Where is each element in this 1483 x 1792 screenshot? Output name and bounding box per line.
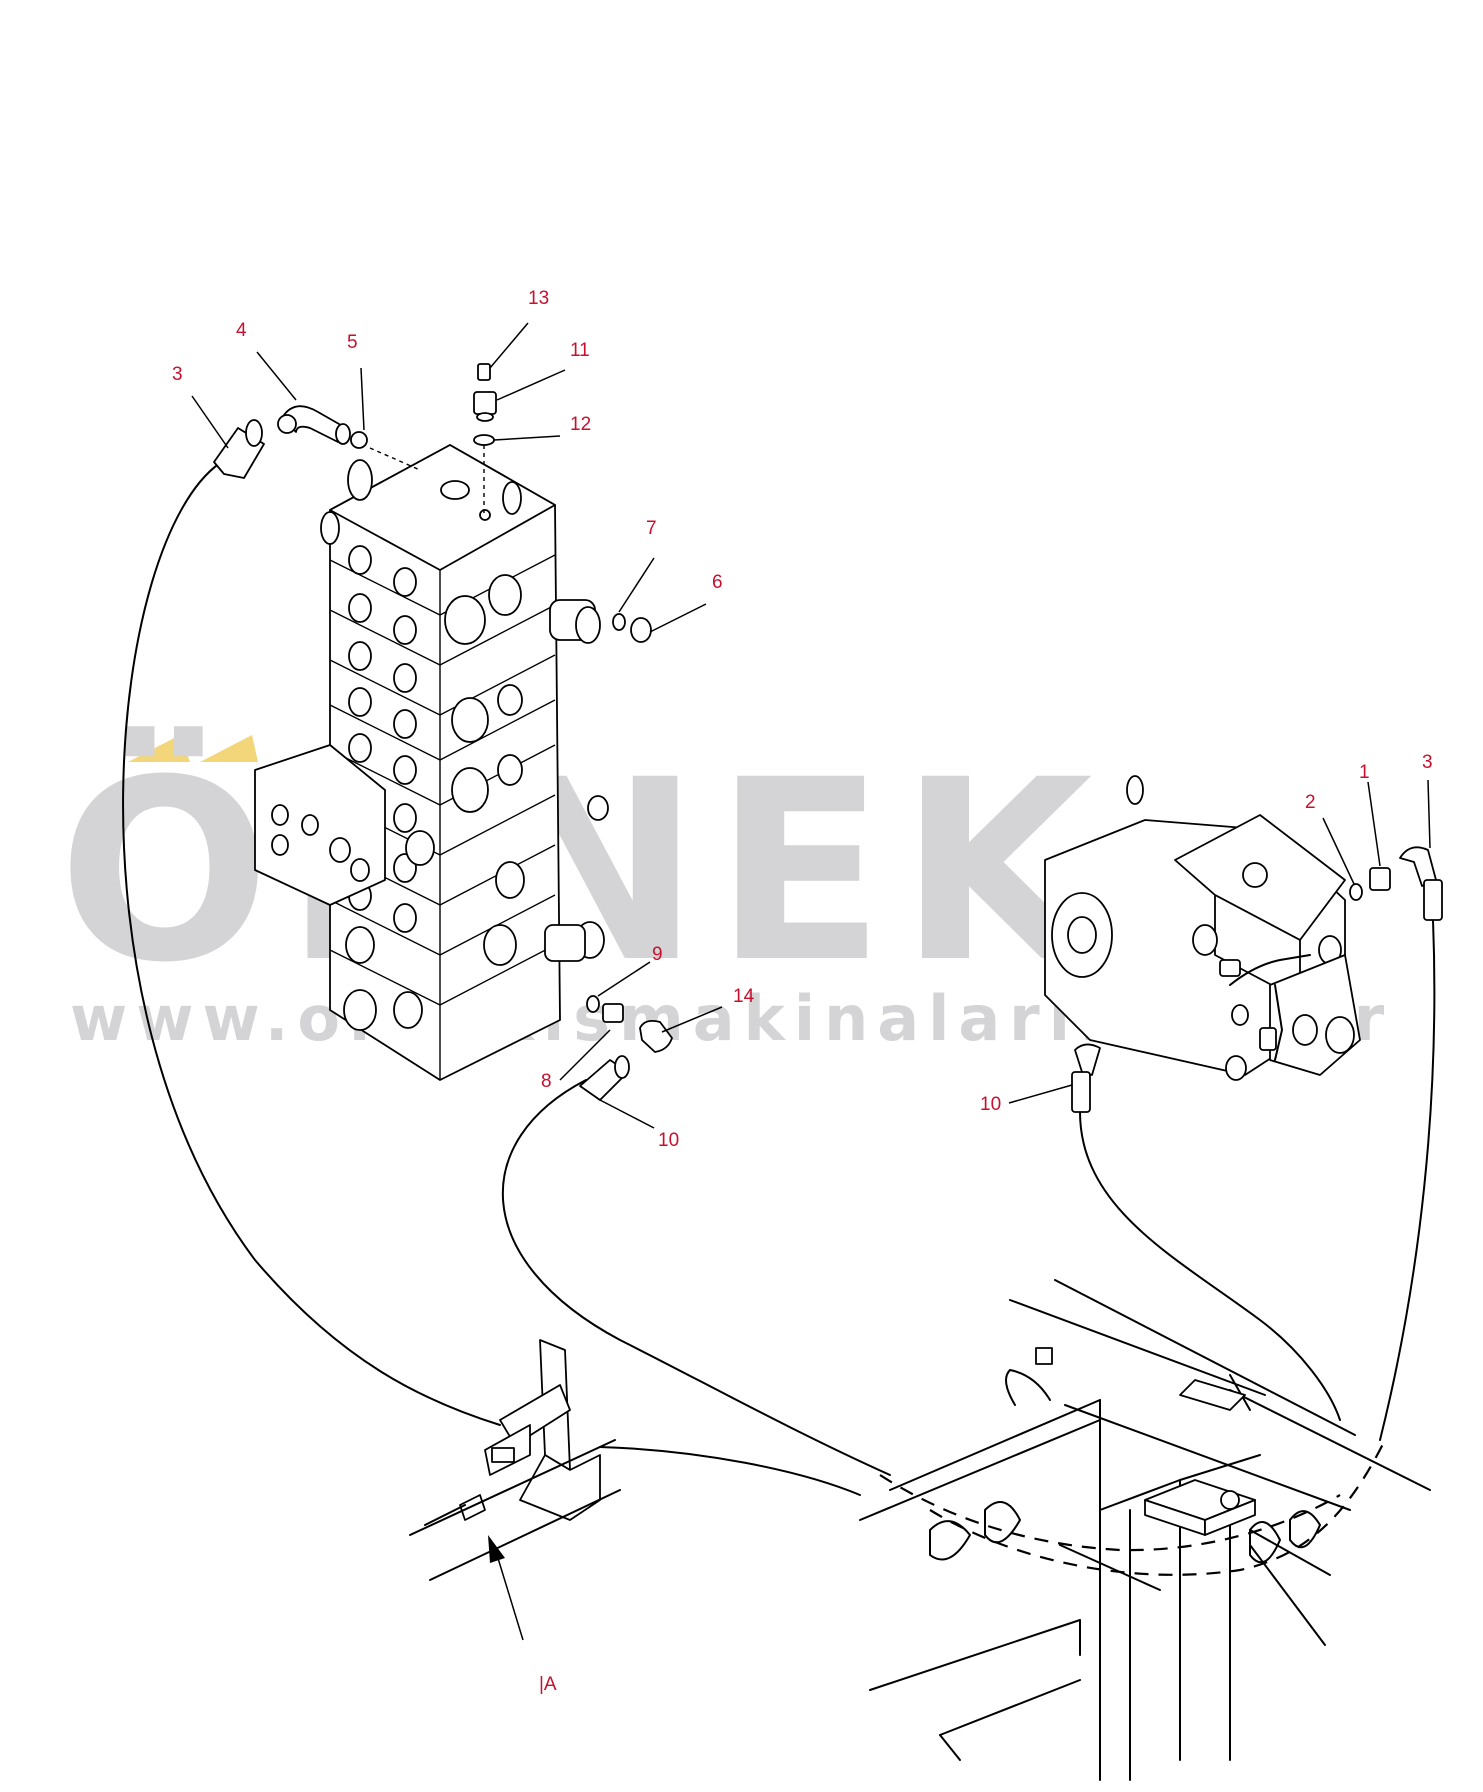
callout-10-right: 10 xyxy=(980,1094,1001,1115)
valve-top-port xyxy=(440,480,470,500)
connector-8 xyxy=(602,1003,624,1023)
control-valve-assembly xyxy=(254,444,609,1081)
callout-3-right: 3 xyxy=(1422,752,1433,773)
elbow-14 xyxy=(639,1019,673,1053)
oring-9 xyxy=(586,995,600,1013)
callout-6: 6 xyxy=(712,572,723,593)
callout-3-left: 3 xyxy=(172,364,183,385)
callouts: 3 4 5 13 11 12 7 6 9 14 8 10 10 2 1 3 |A xyxy=(172,288,1433,1695)
fittings xyxy=(213,363,1443,1113)
hose-clamp-bracket xyxy=(409,1339,621,1581)
callout-5: 5 xyxy=(347,332,358,353)
callout-10-center: 10 xyxy=(658,1130,679,1151)
callout-12: 12 xyxy=(570,414,591,435)
view-arrow-head xyxy=(488,1535,505,1563)
frame-plate xyxy=(1179,1379,1246,1411)
hose-center xyxy=(501,1079,891,1476)
adapter-11 xyxy=(473,391,497,415)
pump-assembly xyxy=(1044,775,1361,1081)
hose-left xyxy=(122,462,501,1426)
oring-2 xyxy=(1349,883,1363,901)
callout-1: 1 xyxy=(1359,762,1370,783)
elbow-10-right xyxy=(1074,1043,1101,1076)
callout-4: 4 xyxy=(236,320,247,341)
lifting-eye-right xyxy=(502,481,522,515)
hose-hidden-1 xyxy=(879,1474,1341,1552)
frame-hole xyxy=(1220,1490,1240,1510)
hose-right-inner xyxy=(1079,1111,1341,1421)
frame-nut xyxy=(1035,1347,1053,1365)
hose-right-outer xyxy=(1379,919,1436,1441)
hoses xyxy=(122,462,1436,1576)
callout-11: 11 xyxy=(570,340,590,361)
watermark-brand: ÖRNEK xyxy=(58,726,1107,1017)
watermark-accent-left xyxy=(128,735,190,762)
hose-fitting-3-right xyxy=(1423,879,1443,921)
watermark-accent-right xyxy=(200,735,258,762)
plug-13 xyxy=(477,363,491,381)
plug-6 xyxy=(630,617,652,643)
valve-top xyxy=(329,444,556,571)
oring-12 xyxy=(473,434,495,446)
callout-9: 9 xyxy=(652,944,663,965)
callout-8: 8 xyxy=(541,1071,552,1092)
callout-13: 13 xyxy=(528,288,549,309)
pump-port xyxy=(1242,862,1268,888)
chassis-frame xyxy=(859,1279,1431,1781)
clamp-bolt xyxy=(491,1447,515,1463)
connector-1 xyxy=(1369,867,1391,891)
callout-2: 2 xyxy=(1305,792,1316,813)
leader-lines xyxy=(191,322,1431,1641)
oring-5 xyxy=(350,431,368,449)
oring-7 xyxy=(612,613,626,631)
view-marker-a: |A xyxy=(539,1674,557,1695)
callout-7: 7 xyxy=(646,518,657,539)
clamp-nut xyxy=(459,1494,486,1521)
hose-fitting-10-right xyxy=(1071,1071,1091,1113)
lifting-eye-left xyxy=(347,459,373,501)
callout-14: 14 xyxy=(733,986,755,1007)
